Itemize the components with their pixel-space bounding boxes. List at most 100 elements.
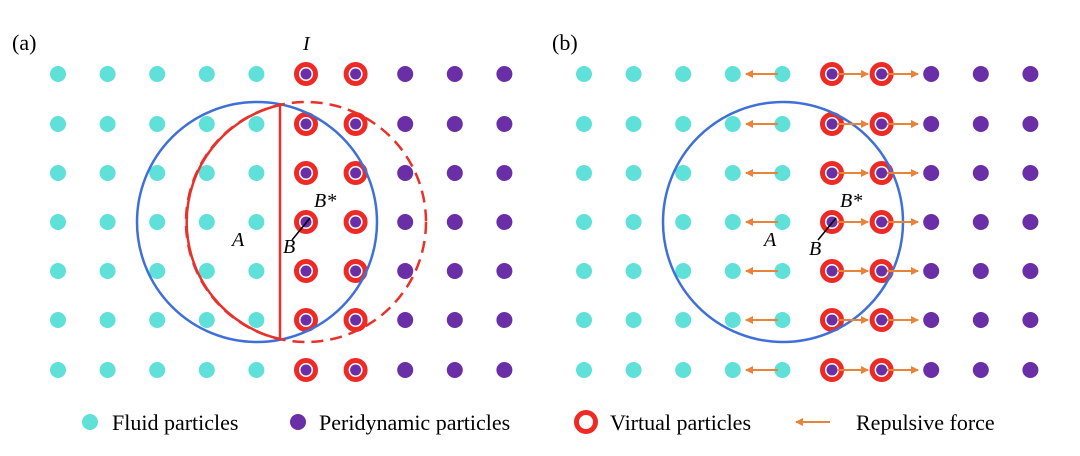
b-connector-a (291, 217, 311, 241)
label-b-Bstar: B* (840, 190, 862, 212)
panel-b-virtual-particle-core (876, 68, 888, 80)
panel-b-fluid-particle (625, 312, 642, 328)
panel-b-peridynamic-particle (1022, 66, 1039, 82)
panel-b-fluid-particle (675, 66, 692, 82)
panel-b-fluid-particle (625, 263, 642, 279)
panel-b-peridynamic-particle (972, 312, 989, 328)
panel-b-peridynamic-particle (1022, 263, 1039, 279)
panel-b-virtual-particle-core (876, 167, 888, 179)
panel-a-fluid-particle (149, 362, 166, 378)
label-a-B: B (283, 236, 295, 258)
panel-a-peridynamic-particle (446, 312, 463, 328)
panel-a-virtual-particle-core (350, 314, 362, 326)
panel-b-fluid-particle (774, 116, 791, 132)
panel-a-fluid-particle (99, 263, 116, 279)
panel-b-virtual-particle-core (876, 216, 888, 228)
panel-b-fluid-particle (774, 66, 791, 82)
panel-b-peridynamic-particle (923, 66, 940, 82)
panel-a-virtual-particle-core (300, 314, 312, 326)
panel-b-fluid-particle (625, 165, 642, 181)
legend-virtual: Virtual particles (574, 410, 751, 435)
panel-b-virtual-particle-core (826, 364, 838, 376)
panel-b-peridynamic-particle (972, 165, 989, 181)
panel-a-peridynamic-particle (446, 263, 463, 279)
panel-a-fluid-particle (99, 165, 116, 181)
panel-a-fluid-particle (149, 214, 166, 230)
label-a-Bstar: B* (314, 190, 336, 212)
legend: Fluid particles Peridynamic particles Vi… (82, 410, 995, 435)
panel-a-fluid-particle (99, 66, 116, 82)
panel-a-fluid-particle (50, 362, 66, 378)
panel-b-virtual-particle-core (876, 314, 888, 326)
b-connector-b (817, 217, 837, 241)
panel-b-fluid-particle (724, 116, 741, 132)
label-b-A: A (762, 229, 777, 251)
panel-a-peridynamic-particle (496, 214, 513, 230)
panel-a-fluid-particle (50, 263, 66, 279)
panel-b-fluid-particle (675, 116, 692, 132)
panel-b-peridynamic-particle (972, 66, 989, 82)
panel-b-fluid-particle (774, 312, 791, 328)
panel-a-fluid-particle (198, 165, 215, 181)
panel-a-virtual-particle-core (350, 68, 362, 80)
panel-b-virtual-particle-core (826, 118, 838, 130)
panel-a-virtual-particle-core (350, 118, 362, 130)
panel-b-peridynamic-particle (1022, 214, 1039, 230)
legend-virtual-label: Virtual particles (610, 410, 751, 435)
panel-b-fluid-particle (576, 116, 592, 132)
panel-a-fluid-particle (198, 362, 215, 378)
legend-fluid-label: Fluid particles (112, 410, 238, 435)
particle-grid-a (50, 62, 513, 382)
panel-b-peridynamic-particle (972, 116, 989, 132)
panel-b-peridynamic-particle (972, 214, 989, 230)
panel-b-fluid-particle (675, 263, 692, 279)
panel-a-peridynamic-particle (496, 263, 513, 279)
panel-b-peridynamic-particle (923, 362, 940, 378)
panel-b-fluid-particle (774, 263, 791, 279)
panel-a-virtual-particle-core (300, 364, 312, 376)
panel-b-fluid-particle (724, 263, 741, 279)
panel-a-fluid-particle (198, 214, 215, 230)
panel-b-fluid-particle (675, 312, 692, 328)
panel-a-fluid-particle (248, 362, 265, 378)
panel-a-fluid-particle (50, 214, 66, 230)
red-arc (185, 103, 281, 341)
panel-b-peridynamic-particle (923, 263, 940, 279)
panel-a-virtual-particle-core (350, 265, 362, 277)
panel-a-peridynamic-particle (397, 214, 414, 230)
panel-a-virtual-particle-core (300, 167, 312, 179)
panel-a-peridynamic-particle (496, 312, 513, 328)
panel-b-fluid-particle (576, 263, 592, 279)
panel-b-fluid-particle (576, 362, 592, 378)
legend-fluid: Fluid particles (82, 410, 238, 435)
panel-a-peridynamic-particle (397, 165, 414, 181)
panel-a-fluid-particle (248, 214, 265, 230)
panel-a-fluid-particle (248, 263, 265, 279)
panel-a-fluid-particle (149, 116, 166, 132)
panel-a-peridynamic-particle (446, 116, 463, 132)
panel-a-label: (a) (12, 30, 36, 55)
panel-a-fluid-particle (198, 263, 215, 279)
panel-a-virtual-particle-core (300, 265, 312, 277)
panel-a-fluid-particle (198, 66, 215, 82)
panel-a-fluid-particle (50, 312, 66, 328)
panel-a-peridynamic-particle (496, 66, 513, 82)
panel-b-fluid-particle (675, 214, 692, 230)
panel-b: (b) A B B* (552, 30, 1039, 382)
panel-b-peridynamic-particle (923, 312, 940, 328)
panel-a-fluid-particle (149, 165, 166, 181)
legend-force-label: Repulsive force (856, 410, 995, 435)
panel-a-fluid-particle (50, 66, 66, 82)
panel-b-fluid-particle (724, 214, 741, 230)
mirrored-horizon-circle (184, 100, 428, 344)
panel-b-virtual-particle-core (826, 68, 838, 80)
panel-a-virtual-particle-core (350, 167, 362, 179)
panel-b-peridynamic-particle (923, 165, 940, 181)
panel-a: (a) A B B* I (12, 30, 513, 382)
legend-virtual-marker (574, 410, 598, 434)
panel-b-fluid-particle (625, 116, 642, 132)
panel-a-peridynamic-particle (397, 312, 414, 328)
repulsive-force-arrows (745, 70, 919, 374)
panel-b-peridynamic-particle (1022, 312, 1039, 328)
